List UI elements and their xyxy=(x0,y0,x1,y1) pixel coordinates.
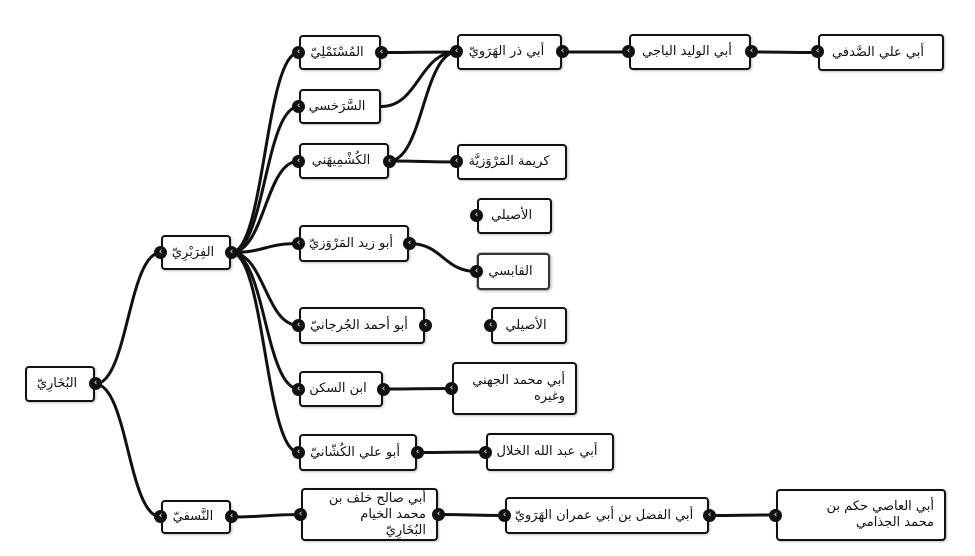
edge-sarakhsi-abudhar xyxy=(379,50,459,108)
edge-kushmihani-abudhar xyxy=(387,50,459,163)
edge-firabri-sarakhsi xyxy=(229,105,301,254)
edge-bukhari-nasafi xyxy=(93,382,163,519)
edge-firabri-mustamli xyxy=(229,51,301,254)
node-nasafi[interactable]: النَّسفيّ xyxy=(161,500,231,534)
edge-abusalih-abulfadl xyxy=(436,513,507,517)
expand-asili-1-icon[interactable]: ‹ xyxy=(470,209,483,222)
collapse-abuzaid-icon[interactable]: ‹ xyxy=(403,237,416,250)
node-qabisi[interactable]: القابسي xyxy=(477,253,550,290)
node-abuali-kushani[interactable]: أبو علي الكُشّانيّ xyxy=(299,434,417,471)
node-label: الأصيلي xyxy=(490,208,533,223)
collapse-abusalih-icon[interactable]: ‹ xyxy=(432,508,445,521)
expand-sadafi-icon[interactable]: ‹ xyxy=(811,45,824,58)
expand-kushmihani-icon[interactable]: ‹ xyxy=(292,155,305,168)
collapse-abuali-kushani-icon[interactable]: ‹ xyxy=(411,446,424,459)
node-abusalih[interactable]: أبي صالح خلف بن محمد الخيام البُخَارِيّ xyxy=(301,488,438,541)
collapse-kushmihani-icon[interactable]: ‹ xyxy=(383,155,396,168)
expand-asili-2-icon[interactable]: ‹ xyxy=(484,319,497,332)
edge-firabri-abuali_kushani xyxy=(229,251,301,454)
node-sadafi[interactable]: أبي علي الصَّدفي xyxy=(818,34,944,71)
node-label: الكُشْمِيهَني xyxy=(311,153,371,168)
edges-layer xyxy=(93,50,820,519)
node-label: المُسْتَمْلِيّ xyxy=(310,44,364,60)
node-label: البُخَارِيّ xyxy=(36,376,78,391)
expand-qabisi-icon[interactable]: ‹ xyxy=(470,265,483,278)
node-label: كريمة المَرْوَزيَّة xyxy=(468,154,550,169)
expand-abuahmad-icon[interactable]: ‹ xyxy=(292,319,305,332)
node-ibnsakan[interactable]: ابن السكن xyxy=(299,371,383,407)
collapse-ibnsakan-icon[interactable]: ‹ xyxy=(377,383,390,396)
node-abulfadl[interactable]: أبي الفضل بن أبي عمران الهَرَويّ xyxy=(505,497,709,534)
node-asili-2[interactable]: الأصيلي xyxy=(491,307,567,344)
node-label: أبي صالح خلف بن محمد الخيام البُخَارِيّ xyxy=(328,490,426,538)
edge-firabri-ibnsakan xyxy=(229,251,301,391)
node-baji[interactable]: أبي الوليد الباجي xyxy=(629,34,751,70)
expand-abuzaid-icon[interactable]: ‹ xyxy=(292,237,305,250)
expand-khallal-icon[interactable]: ‹ xyxy=(479,446,492,459)
node-label: أبو أحمد الجُرجانيّ xyxy=(310,317,408,333)
node-label: أبو علي الكُشّانيّ xyxy=(310,444,400,460)
node-label: أبي العاصي حكم بن محمد الجذامي xyxy=(826,499,934,530)
node-label: أبو زيد المَرْوَزيّ xyxy=(309,235,393,251)
node-label: أبي علي الصَّدفي xyxy=(832,44,924,60)
expand-abusalih-icon[interactable]: ‹ xyxy=(294,508,307,521)
edge-nasafi-abusalih xyxy=(229,513,303,519)
edge-abuzaid-qabisi xyxy=(407,242,479,273)
expand-abulfadl-icon[interactable]: ‹ xyxy=(498,509,511,522)
edge-firabri-abuahmad xyxy=(229,251,301,327)
expand-juhani-icon[interactable]: ‹ xyxy=(445,382,458,395)
edge-abulfadl-juthami xyxy=(707,513,778,517)
node-juthami[interactable]: أبي العاصي حكم بن محمد الجذامي xyxy=(776,489,946,541)
node-mustamli[interactable]: المُسْتَمْلِيّ xyxy=(299,35,381,70)
node-label: القابسي xyxy=(488,263,533,279)
node-label: أبي الفضل بن أبي عمران الهَرَويّ xyxy=(514,507,694,523)
node-bukhari[interactable]: البُخَارِيّ xyxy=(25,366,95,402)
collapse-abulfadl-icon[interactable]: ‹ xyxy=(703,509,716,522)
collapse-abuahmad-icon[interactable]: ‹ xyxy=(419,319,432,332)
expand-baji-icon[interactable]: ‹ xyxy=(622,45,635,58)
node-juhani[interactable]: أبي محمد الجهني وغيره xyxy=(452,362,577,415)
expand-abuali-kushani-icon[interactable]: ‹ xyxy=(292,446,305,459)
expand-sarakhsi-icon[interactable]: ‹ xyxy=(292,100,305,113)
node-label: الأصيلي xyxy=(505,317,547,333)
node-khallal[interactable]: أبي عبد الله الخلال xyxy=(486,433,614,471)
expand-ibnsakan-icon[interactable]: ‹ xyxy=(292,383,305,396)
node-asili-1[interactable]: الأصيلي xyxy=(477,198,552,234)
edge-firabri-kushmihani xyxy=(229,159,301,254)
collapse-bukhari-icon[interactable]: ‹ xyxy=(89,377,102,390)
edge-bukhari-firabri xyxy=(93,251,163,386)
expand-firabri-icon[interactable]: ‹ xyxy=(154,246,167,259)
node-label: السَّرَخسي xyxy=(308,98,366,114)
collapse-mustamli-icon[interactable]: ‹ xyxy=(375,46,388,59)
node-kushmihani[interactable]: الكُشْمِيهَني xyxy=(299,143,389,179)
node-karima[interactable]: كريمة المَرْوَزيَّة xyxy=(457,144,567,180)
node-firabri[interactable]: الفِرَبْرِيّ xyxy=(161,235,231,270)
node-label: أبي عبد الله الخلال xyxy=(496,444,598,459)
node-label: ابن السكن xyxy=(309,381,367,396)
node-abuahmad[interactable]: أبو أحمد الجُرجانيّ xyxy=(299,307,425,344)
edge-ibnsakan-juhani xyxy=(381,387,454,391)
node-label: أبي ذر الهَرَويّ xyxy=(468,44,545,59)
node-label: أبي محمد الجهني وغيره xyxy=(472,372,565,404)
collapse-nasafi-icon[interactable]: ‹ xyxy=(225,510,238,523)
edge-kushmihani-karima xyxy=(387,159,459,164)
collapse-firabri-icon[interactable]: ‹ xyxy=(225,246,238,259)
collapse-baji-icon[interactable]: ‹ xyxy=(745,45,758,58)
node-label: النَّسفيّ xyxy=(172,509,214,524)
edge-firabri-abuzaid xyxy=(229,242,301,254)
node-label: الفِرَبْرِيّ xyxy=(171,244,215,260)
node-label: أبي الوليد الباجي xyxy=(642,44,732,59)
expand-abudhar-icon[interactable]: ‹ xyxy=(450,45,463,58)
node-abuzaid[interactable]: أبو زيد المَرْوَزيّ xyxy=(299,225,409,262)
node-sarakhsi[interactable]: السَّرَخسي xyxy=(299,89,381,124)
node-abudhar[interactable]: أبي ذر الهَرَويّ xyxy=(457,34,562,70)
expand-juthami-icon[interactable]: ‹ xyxy=(769,509,782,522)
expand-nasafi-icon[interactable]: ‹ xyxy=(154,510,167,523)
expand-mustamli-icon[interactable]: ‹ xyxy=(292,46,305,59)
collapse-abudhar-icon[interactable]: ‹ xyxy=(556,45,569,58)
edge-abuali_kushani-khallal xyxy=(415,450,488,454)
edge-baji-sadafi xyxy=(749,50,820,54)
expand-karima-icon[interactable]: ‹ xyxy=(450,155,463,168)
